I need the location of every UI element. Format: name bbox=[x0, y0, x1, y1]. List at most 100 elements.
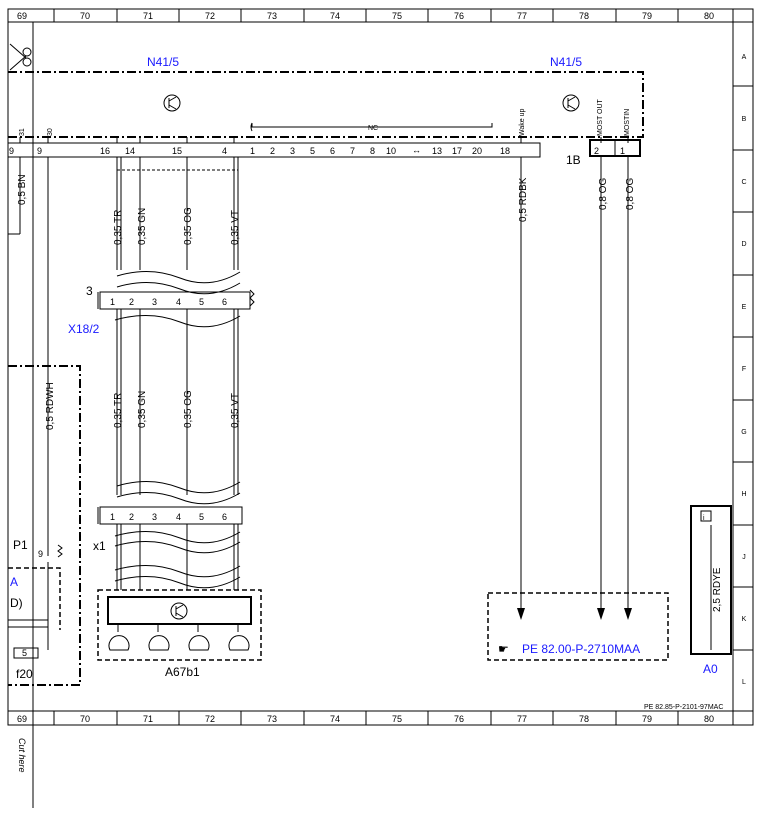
col-label: 75 bbox=[392, 11, 402, 21]
row-label: G bbox=[741, 429, 746, 436]
pin-label: 20 bbox=[472, 146, 482, 156]
reference-box: ☛ bbox=[487, 592, 669, 661]
d-fragment-label: D) bbox=[10, 596, 23, 610]
col-label: 80 bbox=[704, 11, 714, 21]
pin-label: 3 bbox=[152, 297, 157, 307]
x1-label: x1 bbox=[93, 539, 106, 553]
wire-label: 0,35 GN bbox=[137, 208, 148, 245]
reference-link[interactable]: PE 82.00-P-2710MAA bbox=[522, 642, 640, 656]
pin-label: 15 bbox=[172, 146, 182, 156]
col-label: 77 bbox=[517, 11, 527, 21]
wire-label: 0,5 RDWH bbox=[45, 382, 56, 430]
wire-rdwh: 0,5 RDWH bbox=[45, 157, 56, 556]
wire-most-out: 0,8 OG bbox=[597, 157, 609, 620]
pin-label: 8 bbox=[370, 146, 375, 156]
wire-rdbk: 0,5 RDBK bbox=[517, 157, 529, 620]
pin-label: 4 bbox=[222, 146, 227, 156]
wire-label: 0,35 TR bbox=[113, 210, 124, 245]
pin-label: 31 bbox=[19, 128, 26, 136]
pin-label: 2 bbox=[129, 512, 134, 522]
row-label: L bbox=[742, 679, 746, 686]
hand-pointer-icon: ☛ bbox=[498, 642, 509, 656]
most-in-label: MOSTIN bbox=[624, 109, 631, 136]
wire-label: 0,35 OG bbox=[183, 390, 194, 428]
a0-component: i 2,5 RDYE A0 bbox=[690, 505, 732, 676]
wire-label: 0,35 TR bbox=[113, 393, 124, 428]
wire-most-in: 0,8 OG bbox=[624, 157, 636, 620]
pin-label: 6 bbox=[330, 146, 335, 156]
col-label: 78 bbox=[579, 11, 589, 21]
pin-label: 13 bbox=[432, 146, 442, 156]
pin-label: 1 bbox=[250, 146, 255, 156]
pin-label: 17 bbox=[452, 146, 462, 156]
pin-label: 16 bbox=[100, 146, 110, 156]
wire-bn: 0,5 BN bbox=[8, 157, 28, 235]
col-label: 73 bbox=[267, 11, 277, 21]
pin-label: 9 bbox=[38, 549, 43, 559]
wire-label: 0,35 GN bbox=[137, 391, 148, 428]
pin-label: 1 bbox=[110, 512, 115, 522]
col-label: 72 bbox=[205, 11, 215, 21]
wire-label: 0,35 VT bbox=[230, 393, 241, 428]
pin-label: 30 bbox=[47, 128, 54, 136]
pin-label: 5 bbox=[310, 146, 315, 156]
one-b-label: 1B bbox=[566, 153, 581, 167]
x1-connector: x1 1 2 3 4 5 6 bbox=[93, 506, 243, 590]
pin-label: 1 bbox=[620, 146, 625, 156]
col-label: 76 bbox=[454, 714, 464, 724]
cut-line: Cut here bbox=[9, 22, 34, 808]
pin-label: 3 bbox=[290, 146, 295, 156]
f20-label: f20 bbox=[16, 667, 33, 681]
p1-label: P1 bbox=[13, 538, 28, 552]
col-label: 78 bbox=[579, 714, 589, 724]
wire-label: 0,8 OG bbox=[598, 178, 609, 210]
cut-here-label: Cut here bbox=[17, 738, 27, 773]
transistor-icon bbox=[163, 94, 181, 112]
pin-label: 2 bbox=[270, 146, 275, 156]
pin-label: 9 bbox=[9, 146, 14, 156]
col-label: 71 bbox=[143, 714, 153, 724]
pin-label: 9 bbox=[37, 146, 42, 156]
a-fragment-label: A bbox=[10, 575, 18, 589]
row-label: D bbox=[741, 241, 746, 248]
wire-label: 0,35 OG bbox=[183, 207, 194, 245]
col-label: 69 bbox=[17, 714, 27, 724]
col-label: 75 bbox=[392, 714, 402, 724]
col-label: 72 bbox=[205, 714, 215, 724]
frame: 69 70 71 72 73 74 75 76 77 78 79 80 69 7… bbox=[7, 8, 754, 726]
n41-5-label-right: N41/5 bbox=[550, 55, 582, 69]
pin-label: 7 bbox=[350, 146, 355, 156]
doc-code: PE 82.85-P-2101-97MAC bbox=[644, 704, 723, 711]
a67b1-module: A67b1 bbox=[97, 589, 262, 679]
row-label: K bbox=[742, 616, 747, 623]
pin-label: 5 bbox=[199, 297, 204, 307]
pin-label: 6 bbox=[222, 297, 227, 307]
most-out-label: MOST OUT bbox=[597, 98, 604, 136]
row-label: F bbox=[742, 366, 746, 373]
col-label: 80 bbox=[704, 714, 714, 724]
pin-label: 4 bbox=[176, 297, 181, 307]
col-label: 73 bbox=[267, 714, 277, 724]
col-label: 70 bbox=[80, 11, 90, 21]
twisted-wires-upper bbox=[116, 157, 241, 295]
row-label: H bbox=[741, 491, 746, 498]
n41-5-label-left: N41/5 bbox=[147, 55, 179, 69]
col-label: 71 bbox=[143, 11, 153, 21]
pin-label: 6 bbox=[222, 512, 227, 522]
pin-label: 10 bbox=[386, 146, 396, 156]
wire-label: 0,5 BN bbox=[17, 174, 28, 205]
pin-label: 18 bbox=[500, 146, 510, 156]
wire-label: 2,5 RDYE bbox=[712, 567, 723, 612]
transistor-icon bbox=[562, 94, 580, 112]
row-label: J bbox=[742, 554, 746, 561]
col-label: 74 bbox=[330, 11, 340, 21]
a67b1-label: A67b1 bbox=[165, 665, 200, 679]
col-label: 79 bbox=[642, 11, 652, 21]
info-icon: i bbox=[703, 515, 705, 522]
twisted-wires-middle bbox=[116, 309, 241, 505]
transistor-icon bbox=[170, 602, 188, 620]
row-label: E bbox=[742, 304, 747, 311]
pin-label: 14 bbox=[125, 146, 135, 156]
pin-label: 5 bbox=[199, 512, 204, 522]
